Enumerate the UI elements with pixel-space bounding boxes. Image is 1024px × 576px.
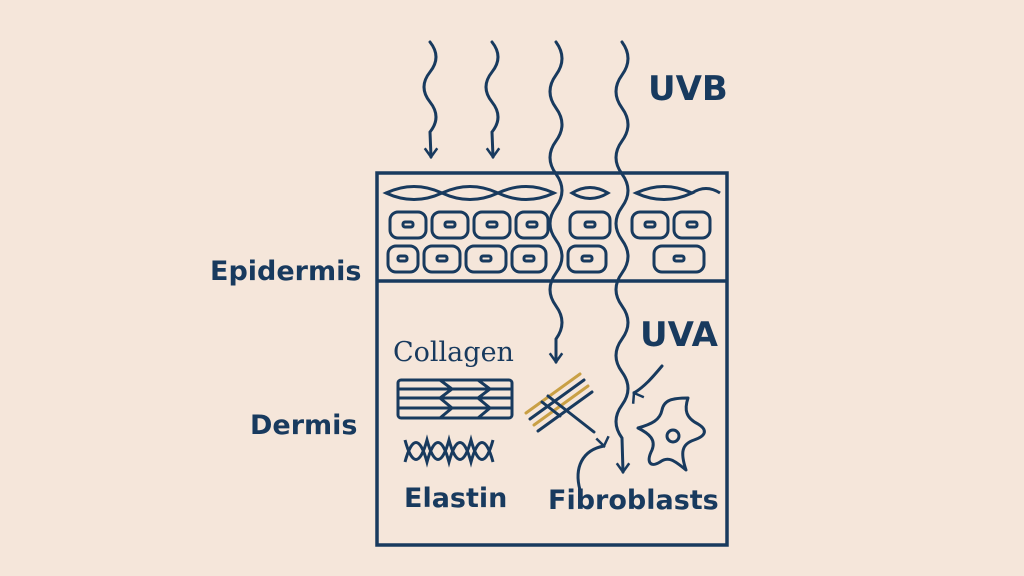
fibroblast-cell <box>636 396 706 472</box>
uvb-rays <box>422 40 501 160</box>
cell-row-1 <box>382 185 721 201</box>
damage-arrow <box>576 435 610 492</box>
epidermis-cells <box>382 185 721 274</box>
uva-rays <box>548 40 631 475</box>
collagen-bundle <box>396 378 514 420</box>
elastin-label: Elastin <box>404 483 508 514</box>
ray-to-fibroblast <box>614 40 631 475</box>
uva-arrow <box>631 364 664 404</box>
elastin-fibers <box>403 434 495 468</box>
epidermis-label: Epidermis <box>210 256 362 287</box>
uva-label: UVA <box>640 315 718 355</box>
cell-row-2 <box>388 210 712 240</box>
fibroblasts-label: Fibroblasts <box>548 485 719 516</box>
dermis-label: Dermis <box>250 410 358 441</box>
cell-row-3 <box>386 244 706 274</box>
uvb-label: UVB <box>648 69 728 109</box>
uvb-ray-2 <box>484 40 501 160</box>
skin-block <box>375 171 729 547</box>
ray-to-collagen <box>548 40 564 365</box>
collagen-label: Collagen <box>393 337 514 368</box>
uvb-ray-1 <box>422 40 439 160</box>
damaged-collagen-fibers <box>524 372 596 434</box>
